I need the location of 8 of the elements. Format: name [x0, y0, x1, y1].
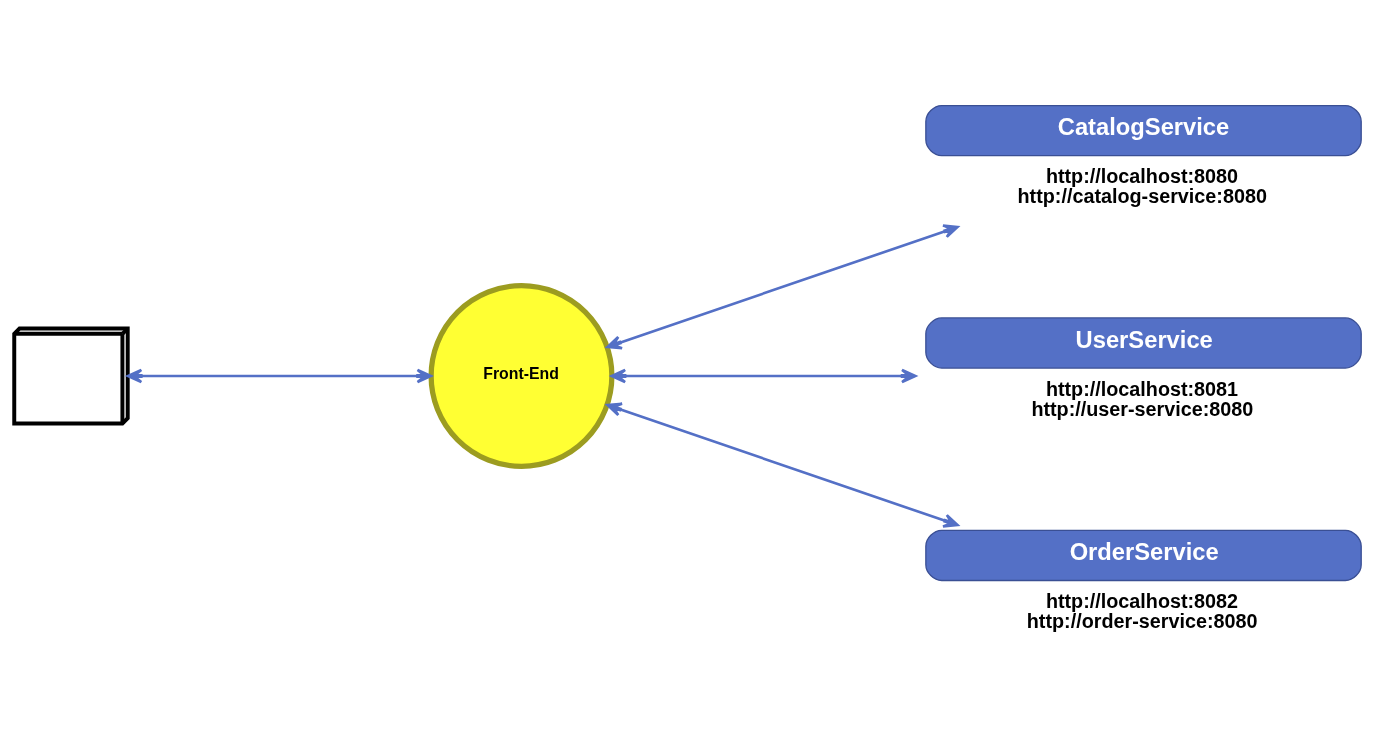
arrow [606, 224, 959, 350]
node-label: http://localhost:8082 [1045, 590, 1239, 613]
arrow [606, 402, 959, 528]
arrow [126, 368, 433, 384]
node-label: http://localhost:8081 [1045, 377, 1239, 400]
arrow [610, 368, 917, 384]
node-label: http://localhost:8080 [1045, 165, 1239, 188]
node-circle: Front-End [428, 283, 615, 469]
